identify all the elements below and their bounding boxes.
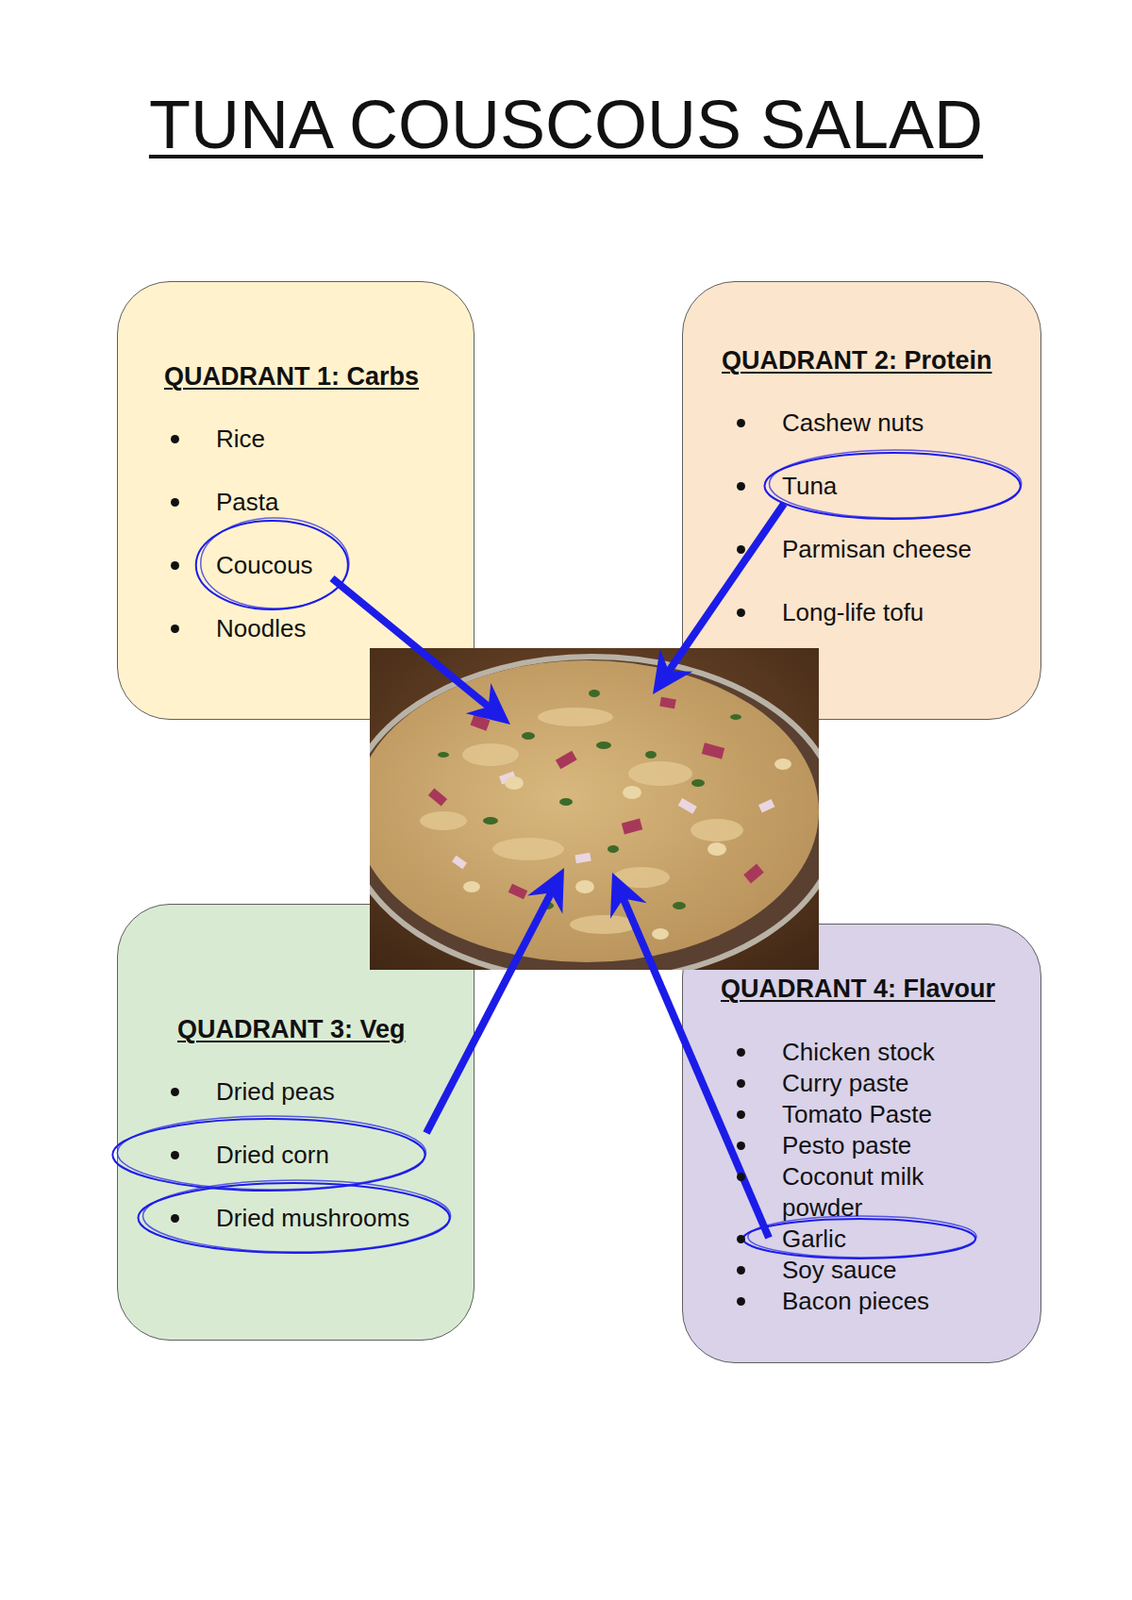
list-item: Curry paste [782,1067,966,1099]
list-item: Coconut milk powder [782,1161,966,1224]
photo-background [369,648,819,970]
photo-content [369,648,819,970]
list-item: Parmisan cheese [782,534,1023,564]
pointer-arrow [426,867,565,1133]
list-item: Dried corn [216,1140,452,1169]
list-item: Chicken stock [782,1036,966,1068]
item-text: Coucous [216,550,314,580]
quadrant-heading: QUADRANT 4: Flavour [720,974,996,1003]
arrow-head [610,872,648,919]
hand-circle [764,452,1020,519]
item-text: Tomato Paste [782,1099,933,1129]
list-item: Noodles [216,614,452,643]
item-text: Soy sauce [782,1255,897,1284]
list-item: Cashew nuts [782,408,1023,437]
cashews [463,758,792,940]
item-text: Pasta [216,487,280,517]
couscous [369,660,819,963]
hand-circle [137,1182,450,1253]
item-text: Cashew nuts [782,408,924,437]
list-item: Bacon pieces [782,1285,966,1317]
item-text: Garlic [782,1224,847,1253]
quadrant-box: QUADRANT 4: FlavourChicken stockCurry pa… [682,923,1042,1364]
arrow-shaft [622,897,769,1238]
red-onion [428,697,765,900]
item-text: Noodles [216,614,306,643]
arrow-head [466,682,511,725]
list-item: Pasta [216,487,452,517]
list-item: Garlic [782,1223,966,1255]
item-text: Dried mushrooms [216,1203,410,1232]
hand-circle [748,1215,977,1258]
list-item: Dried mushrooms [216,1203,452,1232]
hand-circle [768,449,1021,518]
item-text: Coconut milk powder [782,1162,924,1222]
arrow-head [652,649,693,695]
item-text: Dried peas [216,1077,335,1106]
quadrant-heading: QUADRANT 2: Protein [721,346,993,375]
item-text: Parmisan cheese [782,534,972,564]
list-item: Rice [216,424,452,453]
item-text: Long-life tofu [782,598,924,627]
list-item: Pesto paste [782,1130,966,1162]
arrow-shaft [667,503,784,673]
quadrant-heading: QUADRANT 1: Carbs [164,362,419,391]
item-text: Bacon pieces [782,1286,930,1316]
item-text: Pesto paste [782,1131,912,1160]
arrow-shaft [332,578,490,708]
pointer-arrow [652,503,784,695]
item-text: Rice [216,424,266,453]
list-item: Tuna [782,471,1023,500]
list-item: Dried peas [216,1077,452,1106]
couscous-texture [419,707,744,934]
list-item: Coucous [216,550,452,580]
list-item: Tomato Paste [782,1098,966,1131]
quadrant-heading: QUADRANT 3: Veg [177,1015,406,1044]
hand-circle [743,1218,976,1259]
hand-circle [196,520,349,610]
herbs [437,689,742,910]
quadrant-box: QUADRANT 1: CarbsRicePastaCoucousNoodles [116,281,475,720]
item-text: Chicken stock [782,1037,935,1066]
item-text: Curry paste [782,1068,909,1098]
bowl [369,656,819,970]
list-item: Soy sauce [782,1254,966,1286]
arrow-head [527,867,565,915]
item-text: Dried corn [216,1140,330,1169]
page-title: TUNA COUSCOUS SALAD [0,85,1132,165]
arrow-shaft [426,891,552,1133]
hand-circle [142,1180,450,1252]
pointer-arrow [610,872,769,1238]
hand-circle [116,1115,426,1190]
onion-layers [451,771,775,870]
hand-circle [200,517,350,609]
hand-circle [112,1118,425,1191]
list-item: Long-life tofu [782,598,1023,627]
quadrant-box: QUADRANT 2: ProteinCashew nutsTunaParmis… [682,281,1042,720]
item-text: Tuna [782,471,837,500]
quadrant-box: QUADRANT 3: VegDried peasDried cornDried… [116,903,475,1341]
pointer-arrow [332,578,511,725]
